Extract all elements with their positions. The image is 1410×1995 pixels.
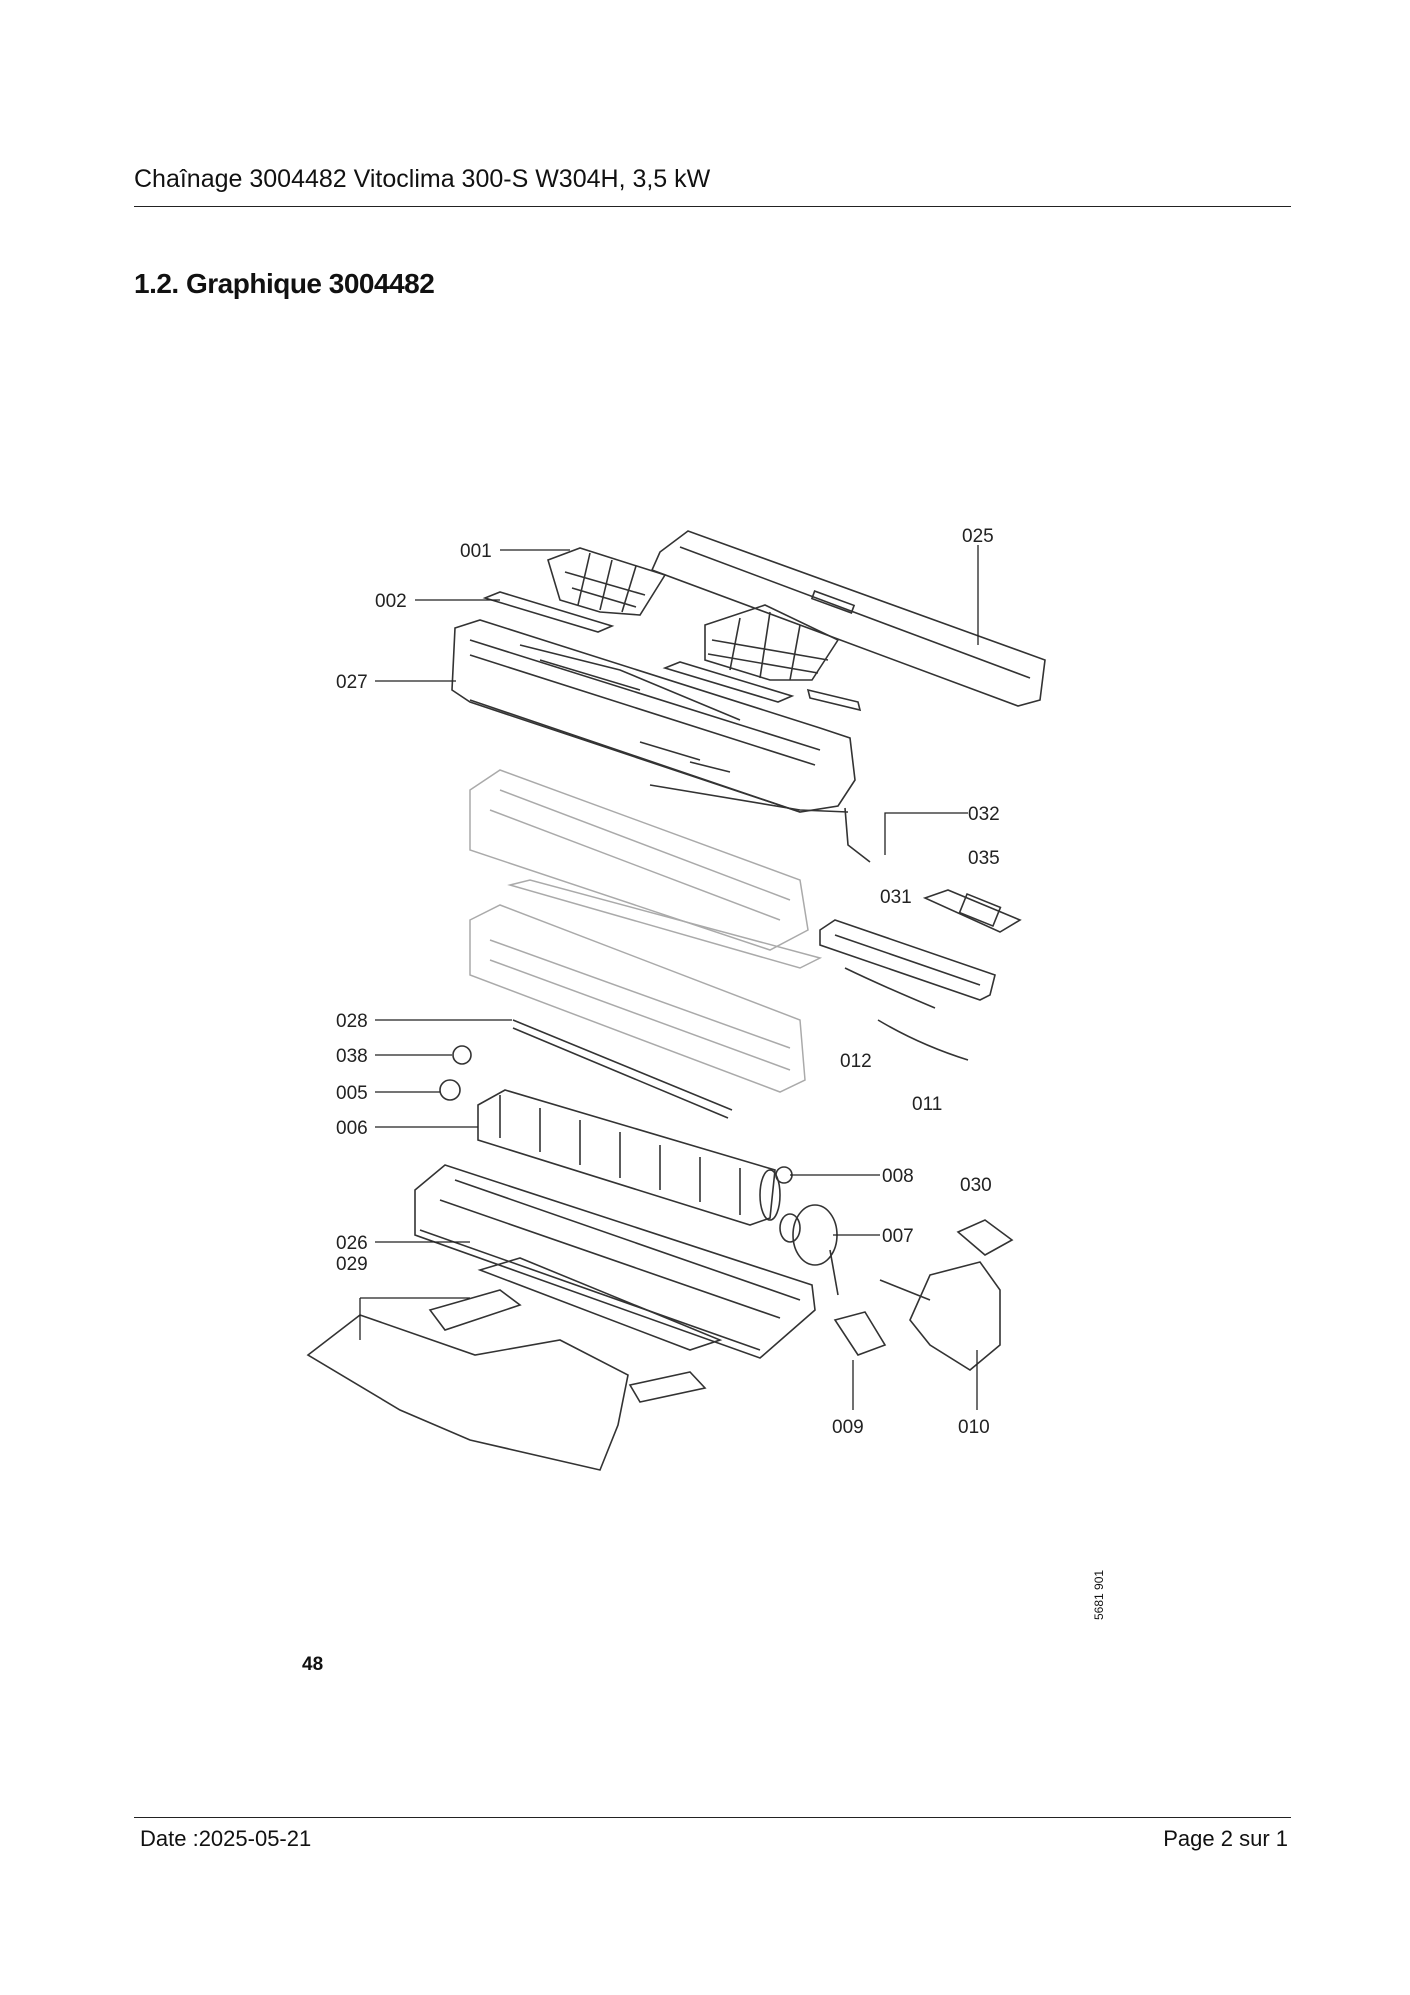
- document-header-title: Chaînage 3004482 Vitoclima 300-S W304H, …: [134, 165, 711, 193]
- callout-027: 027: [336, 672, 368, 693]
- part-evaporator: [469, 769, 823, 969]
- footer-divider: [134, 1817, 1291, 1818]
- section-title: 1.2. Graphique 3004482: [134, 268, 435, 299]
- callout-007: 007: [882, 1226, 914, 1247]
- part-027-clip: [806, 688, 862, 712]
- callout-002: 002: [375, 591, 407, 612]
- part-005-bearing-support: [439, 1079, 461, 1101]
- part-008-louver-motor: [775, 1166, 793, 1184]
- part-009-terminal-block: [833, 1311, 887, 1356]
- callout-026: 026: [336, 1233, 368, 1254]
- callout-032: 032: [968, 804, 1000, 825]
- part-002-filter-frame-right: [662, 661, 795, 703]
- footer-date: Date :2025-05-21: [140, 1826, 312, 1851]
- part-030-control-pcb: [956, 1219, 1014, 1256]
- callout-010: 010: [958, 1417, 990, 1438]
- callout-labels: 001 002 025 027 032 035 031 028 038 012 …: [336, 526, 1000, 1438]
- callout-025: 025: [962, 526, 994, 547]
- callout-012: 012: [840, 1051, 872, 1072]
- callout-005: 005: [336, 1083, 368, 1104]
- part-035-remote-control: [922, 889, 1022, 933]
- callout-006: 006: [336, 1118, 368, 1139]
- diagram-reference-code: 5681 901: [1092, 1569, 1106, 1620]
- callout-009: 009: [832, 1417, 864, 1438]
- callout-031: 031: [880, 887, 912, 908]
- part-010-electrical-box: [879, 1261, 1001, 1371]
- part-027-front-panel: [451, 619, 856, 813]
- footer-page-number: Page 2 sur 1: [1163, 1826, 1288, 1851]
- callout-038: 038: [336, 1046, 368, 1067]
- part-006-tangential-fan: [477, 1089, 781, 1226]
- callout-008: 008: [882, 1166, 914, 1187]
- part-029-mounting-plate: [306, 1257, 723, 1471]
- callout-035: 035: [968, 848, 1000, 869]
- part-025-front-cover: [650, 530, 1046, 707]
- part-001-air-filter: [547, 547, 667, 616]
- callout-011: 011: [912, 1094, 942, 1115]
- callout-029: 029: [336, 1254, 368, 1275]
- part-001-air-filter-right: [704, 604, 840, 681]
- part-drain-pan: [469, 904, 806, 1093]
- part-038-bearing: [452, 1045, 472, 1065]
- callout-028: 028: [336, 1011, 368, 1032]
- part-012-temperature-sensor: [844, 967, 936, 1009]
- part-026-base-chassis: [414, 1164, 816, 1359]
- part-032-sensor-cable: [649, 784, 871, 863]
- part-011-temperature-sensor: [877, 1019, 969, 1061]
- part-028-louver-shaft: [512, 1019, 733, 1119]
- part-031-display-holder: [819, 919, 996, 1001]
- diagram-page-number: 48: [302, 1654, 324, 1675]
- callout-001: 001: [460, 541, 492, 562]
- callout-030: 030: [960, 1175, 992, 1196]
- leader-lines: [359, 545, 979, 1410]
- part-002-filter-frame: [482, 591, 615, 633]
- part-007-fan-motor: [779, 1204, 839, 1296]
- header-divider: [134, 206, 1291, 207]
